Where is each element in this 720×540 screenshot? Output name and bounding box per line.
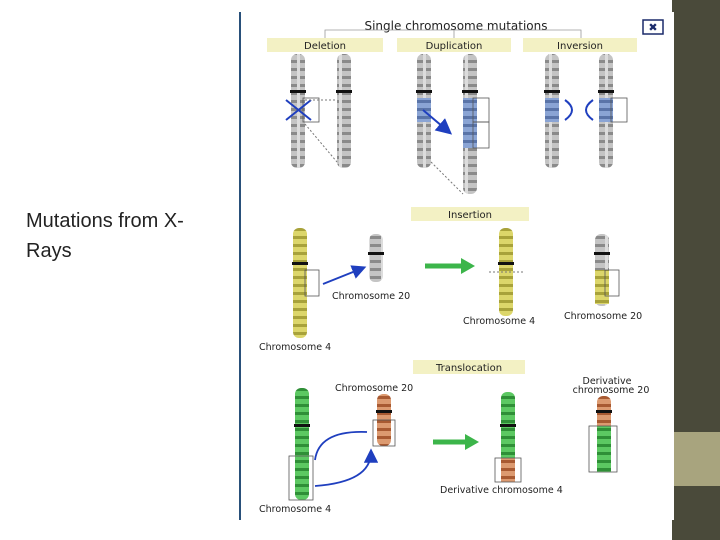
translocation-chromosome-4: [295, 388, 309, 500]
insertion-header-label: Insertion: [448, 210, 492, 221]
derivative-20-label-line2: chromosome 20: [573, 385, 650, 396]
insertion-chromosome-4: [293, 228, 307, 338]
insertion-chromosome-4-result-label: Chromosome 4: [463, 316, 535, 327]
insertion-diagram: Chromosome 20 Chromosome 4 Chromosome 4 …: [259, 228, 642, 353]
decorative-accent-block: [672, 432, 720, 486]
close-icon: ✖: [648, 22, 657, 34]
slide-caption: Mutations from X-Rays: [26, 210, 184, 262]
insertion-header: Insertion: [411, 207, 529, 221]
duplication-arrow-icon: [422, 109, 453, 135]
insertion-chromosome-20: [369, 234, 383, 282]
translocation-header-label: Translocation: [435, 363, 502, 374]
chromosome-mutations-figure: Single chromosome mutations ✖ Deletion D…: [239, 12, 674, 520]
tab-duplication[interactable]: Duplication: [397, 38, 511, 52]
insertion-chromosome-4-label: Chromosome 4: [259, 342, 331, 353]
deletion-cross-icon: [285, 99, 312, 121]
derivative-chromosome-4-label: Derivative chromosome 4: [440, 485, 563, 496]
insertion-chromosome-20-label: Chromosome 20: [332, 291, 410, 302]
translocation-swap-arrows-icon: [314, 431, 371, 487]
figure-title: Single chromosome mutations: [364, 19, 547, 33]
deletion-diagram: [285, 54, 352, 168]
deletion-chromosome-result: [337, 54, 351, 168]
translocation-chromosome-20-label: Chromosome 20: [335, 383, 413, 394]
tab-duplication-label: Duplication: [426, 41, 483, 52]
insertion-chromosome-20-result-label: Chromosome 20: [564, 311, 642, 322]
inversion-arrows-icon: [564, 99, 594, 121]
tab-deletion[interactable]: Deletion: [267, 38, 383, 52]
insertion-transfer-arrow-icon: [322, 265, 367, 285]
derivative-20-label-line1: Derivative: [583, 376, 632, 387]
translocation-diagram: Chromosome 20 Derivative chromosome 20 D…: [259, 376, 649, 515]
tab-inversion[interactable]: Inversion: [523, 38, 637, 52]
inversion-diagram: [544, 54, 628, 168]
tab-inversion-label: Inversion: [557, 41, 603, 52]
duplication-diagram: [416, 54, 490, 195]
translocation-chromosome-4-label: Chromosome 4: [259, 504, 331, 515]
tab-deletion-label: Deletion: [304, 41, 346, 52]
translocation-header: Translocation: [413, 360, 525, 374]
close-button[interactable]: ✖: [642, 19, 664, 35]
